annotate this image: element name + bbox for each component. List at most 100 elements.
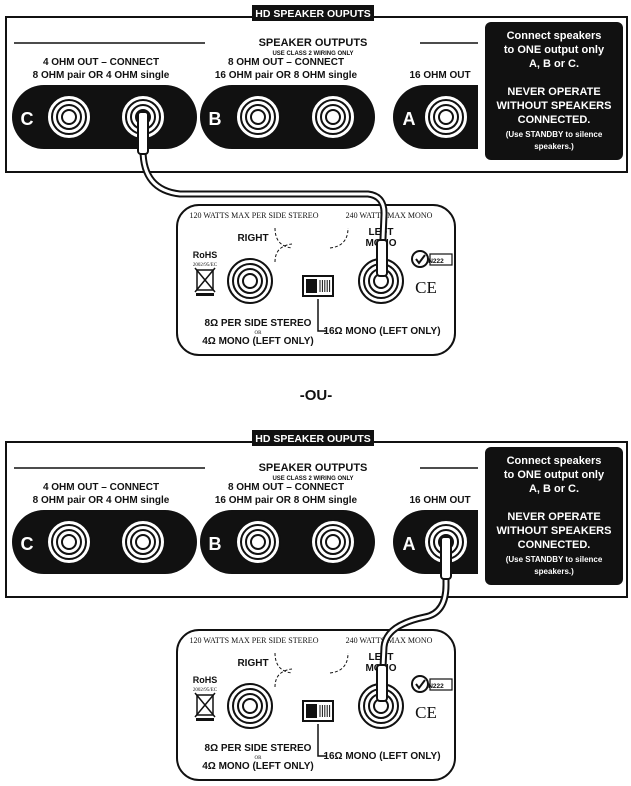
group-b-line2: 16 OHM pair OR 8 OHM single	[215, 70, 358, 81]
switch-callout-line	[317, 299, 326, 332]
header-title: HD SPEAKER OUPUTS	[255, 433, 371, 445]
warning-line-2: to ONE output only	[504, 44, 605, 56]
warning-line-6: CONNECTED.	[518, 114, 591, 126]
cab-divider-arcs	[274, 227, 349, 263]
jack-c1[interactable]	[46, 94, 92, 140]
warning-line-4: NEVER OPERATE	[507, 511, 600, 523]
speaker-outputs-title: SPEAKER OUTPUTS	[259, 462, 368, 474]
jack-nut	[240, 99, 276, 135]
jack-hole	[438, 109, 454, 125]
header-label-box	[252, 5, 374, 21]
jack-hole	[242, 273, 258, 289]
n222-box	[429, 678, 453, 691]
jack-hole	[242, 698, 258, 714]
jack-nut	[428, 99, 464, 135]
panel-option-2: HD SPEAKER OUPUTS SPEAKER OUTPUTS USE CL…	[5, 430, 628, 781]
jack-pod-c	[12, 85, 197, 149]
jack-b2[interactable]	[310, 519, 356, 565]
jack-b1[interactable]	[235, 94, 281, 140]
warning-line-7: (Use STANDBY to silence	[506, 130, 603, 139]
cab-stereo-rating: 120 WATTS MAX PER SIDE STEREO	[190, 211, 319, 220]
speaker-cable-core	[380, 542, 448, 688]
warning-line-2: to ONE output only	[504, 469, 605, 481]
group-b-line1: 8 OHM OUT – CONNECT	[228, 482, 344, 493]
warning-line-1: Connect speakers	[507, 455, 602, 467]
jack-nut	[51, 524, 87, 560]
cable-plug-amp	[137, 111, 149, 155]
jack-pod-c	[12, 510, 197, 574]
group-a-line1: 16 OHM OUT	[409, 495, 470, 506]
group-a-line1: 16 OHM OUT	[409, 70, 470, 81]
jack-c1[interactable]	[46, 519, 92, 565]
jack-ring	[56, 104, 82, 130]
jack-hole	[61, 109, 77, 125]
switch-callout-line	[317, 724, 326, 757]
cab-ohm-mono: 4Ω MONO (LEFT ONLY)	[202, 761, 314, 772]
rohs-sub: 2002/95/EC	[193, 688, 218, 693]
impedance-switch[interactable]	[302, 275, 334, 297]
group-c-line1: 4 OHM OUT – CONNECT	[43, 482, 159, 493]
jack-ring	[237, 268, 263, 294]
speaker-outputs-sub: USE CLASS 2 WIRING ONLY	[272, 51, 353, 57]
cab-right-jack[interactable]	[227, 258, 273, 304]
warning-line-5: WITHOUT SPEAKERS	[497, 100, 612, 112]
cab-right-label: RIGHT	[237, 658, 268, 669]
warning-box	[485, 22, 623, 160]
panel-option-1: HD SPEAKER OUPUTS SPEAKER OUTPUTS USE CL…	[5, 5, 628, 356]
jack-b1[interactable]	[235, 519, 281, 565]
jack-nut	[315, 524, 351, 560]
cable-plug-cab	[376, 239, 388, 277]
jack-ring	[130, 529, 156, 555]
weee-bin-icon	[194, 692, 216, 721]
cab-switch-label: 16Ω MONO (LEFT ONLY)	[323, 751, 440, 762]
jack-a-letter: A	[403, 534, 416, 554]
ce-mark: CE	[415, 703, 437, 722]
impedance-switch[interactable]	[302, 700, 334, 722]
warning-line-3: A, B or C.	[529, 58, 579, 70]
warning-box	[485, 447, 623, 585]
cable-plug-amp	[440, 536, 452, 580]
cab-right-jack[interactable]	[227, 683, 273, 729]
switch-lever	[306, 704, 317, 718]
cab-or: OR	[255, 331, 263, 336]
warning-line-5: WITHOUT SPEAKERS	[497, 525, 612, 537]
group-c-line2: 8 OHM pair OR 4 OHM single	[33, 495, 170, 506]
speaker-outputs-sub: USE CLASS 2 WIRING ONLY	[272, 476, 353, 482]
warning-line-8: speakers.)	[534, 567, 574, 576]
bin-bar	[196, 718, 214, 721]
jack-hole	[250, 534, 266, 550]
switch-lever	[306, 279, 317, 293]
jack-c2[interactable]	[120, 519, 166, 565]
jack-ring	[245, 529, 271, 555]
jack-b2[interactable]	[310, 94, 356, 140]
option-separator: -OU-	[300, 387, 333, 404]
jack-hole	[135, 534, 151, 550]
cab-ohm-stereo: 8Ω PER SIDE STEREO	[205, 318, 312, 329]
ctick-circle	[411, 250, 429, 268]
group-c-line1: 4 OHM OUT – CONNECT	[43, 57, 159, 68]
jack-nut	[240, 524, 276, 560]
weee-bin-icon	[194, 267, 216, 296]
jack-b-letter: B	[209, 534, 222, 554]
bin-cross-b	[194, 267, 216, 293]
jack-ring	[433, 104, 459, 130]
jack-a[interactable]	[423, 94, 469, 140]
jack-hole	[325, 109, 341, 125]
rohs-sub: 2002/95/EC	[193, 263, 218, 268]
cab-divider-arcs	[274, 652, 349, 688]
rohs-label: RoHS	[193, 250, 218, 260]
jack-nut	[125, 524, 161, 560]
jack-ring	[320, 104, 346, 130]
group-c-line2: 8 OHM pair OR 4 OHM single	[33, 70, 170, 81]
jack-nut	[51, 99, 87, 135]
header-label-box	[252, 430, 374, 446]
warning-line-8: speakers.)	[534, 142, 574, 151]
bin-cross-b	[194, 692, 216, 718]
warning-line-3: A, B or C.	[529, 483, 579, 495]
cab-right-label: RIGHT	[237, 233, 268, 244]
cab-stereo-rating: 120 WATTS MAX PER SIDE STEREO	[190, 636, 319, 645]
ce-mark: CE	[415, 278, 437, 297]
ctick-circle	[411, 675, 429, 693]
